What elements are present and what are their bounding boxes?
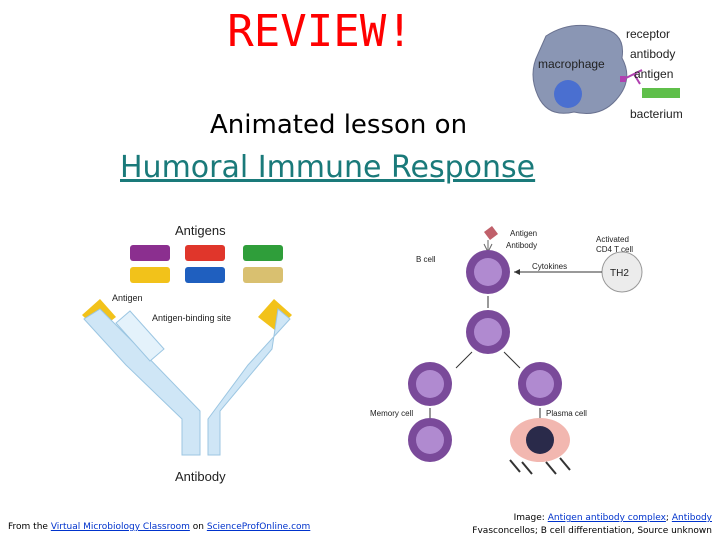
credit-text: on	[192, 522, 204, 532]
label-antibody: antibody	[630, 47, 675, 61]
antigen-shape	[185, 267, 225, 283]
label-bacterium: bacterium	[630, 107, 683, 121]
credit-text: Image:	[513, 513, 545, 523]
label-b-cell: B cell	[416, 255, 436, 264]
label-antibody: Antibody	[175, 469, 226, 484]
macrophage-diagram: macrophage receptor antibody antigen bac…	[532, 24, 683, 121]
slide-title: REVIEW!	[227, 6, 413, 57]
credit-text: Fvasconcellos; B cell differentiation, S…	[472, 526, 712, 536]
bcell-diagram: Antigen Antibody B cell Activated CD4 T …	[370, 226, 643, 475]
label-antigen: Antigen	[112, 293, 143, 303]
antigen-shape	[243, 267, 283, 283]
credit-text: From the	[8, 522, 48, 532]
antigen-shape	[130, 267, 170, 283]
antigen-shape	[243, 245, 283, 261]
label-antigens: Antigens	[175, 223, 226, 238]
link-virtual-microbiology[interactable]: Virtual Microbiology Classroom	[50, 522, 190, 532]
antigen-shape	[185, 245, 225, 261]
subtitle: Animated lesson on	[210, 110, 468, 140]
label-cd4: CD4 T cell	[596, 245, 633, 254]
label-cytokines: Cytokines	[532, 262, 567, 271]
link-antibody[interactable]: Antibody	[671, 513, 712, 523]
label-antibody: Antibody	[506, 241, 537, 250]
label-macrophage: macrophage	[538, 57, 605, 71]
label-plasma-cell: Plasma cell	[546, 409, 587, 418]
label-antigen: antigen	[634, 67, 673, 81]
label-antigen: Antigen	[510, 229, 537, 238]
antigen-shape	[130, 245, 170, 261]
credit-left: From the Virtual Microbiology Classroom …	[8, 522, 310, 532]
label-memory-cell: Memory cell	[370, 409, 413, 418]
antibody-diagram: Antigens Antigen Antigen-binding site An…	[82, 223, 292, 484]
label-receptor: receptor	[626, 27, 670, 41]
label-binding-site: Antigen-binding site	[152, 313, 231, 323]
label-activated: Activated	[596, 235, 629, 244]
link-antigen-antibody-complex[interactable]: Antigen antibody complex	[547, 513, 666, 523]
label-th2: TH2	[610, 268, 629, 279]
link-scienceprofonline[interactable]: ScienceProfOnline.com	[206, 522, 311, 532]
credit-right: Image: Antigen antibody complex; Antibod…	[442, 512, 712, 538]
credit-separator: ;	[665, 513, 669, 523]
lesson-link[interactable]: Humoral Immune Response	[120, 150, 536, 185]
